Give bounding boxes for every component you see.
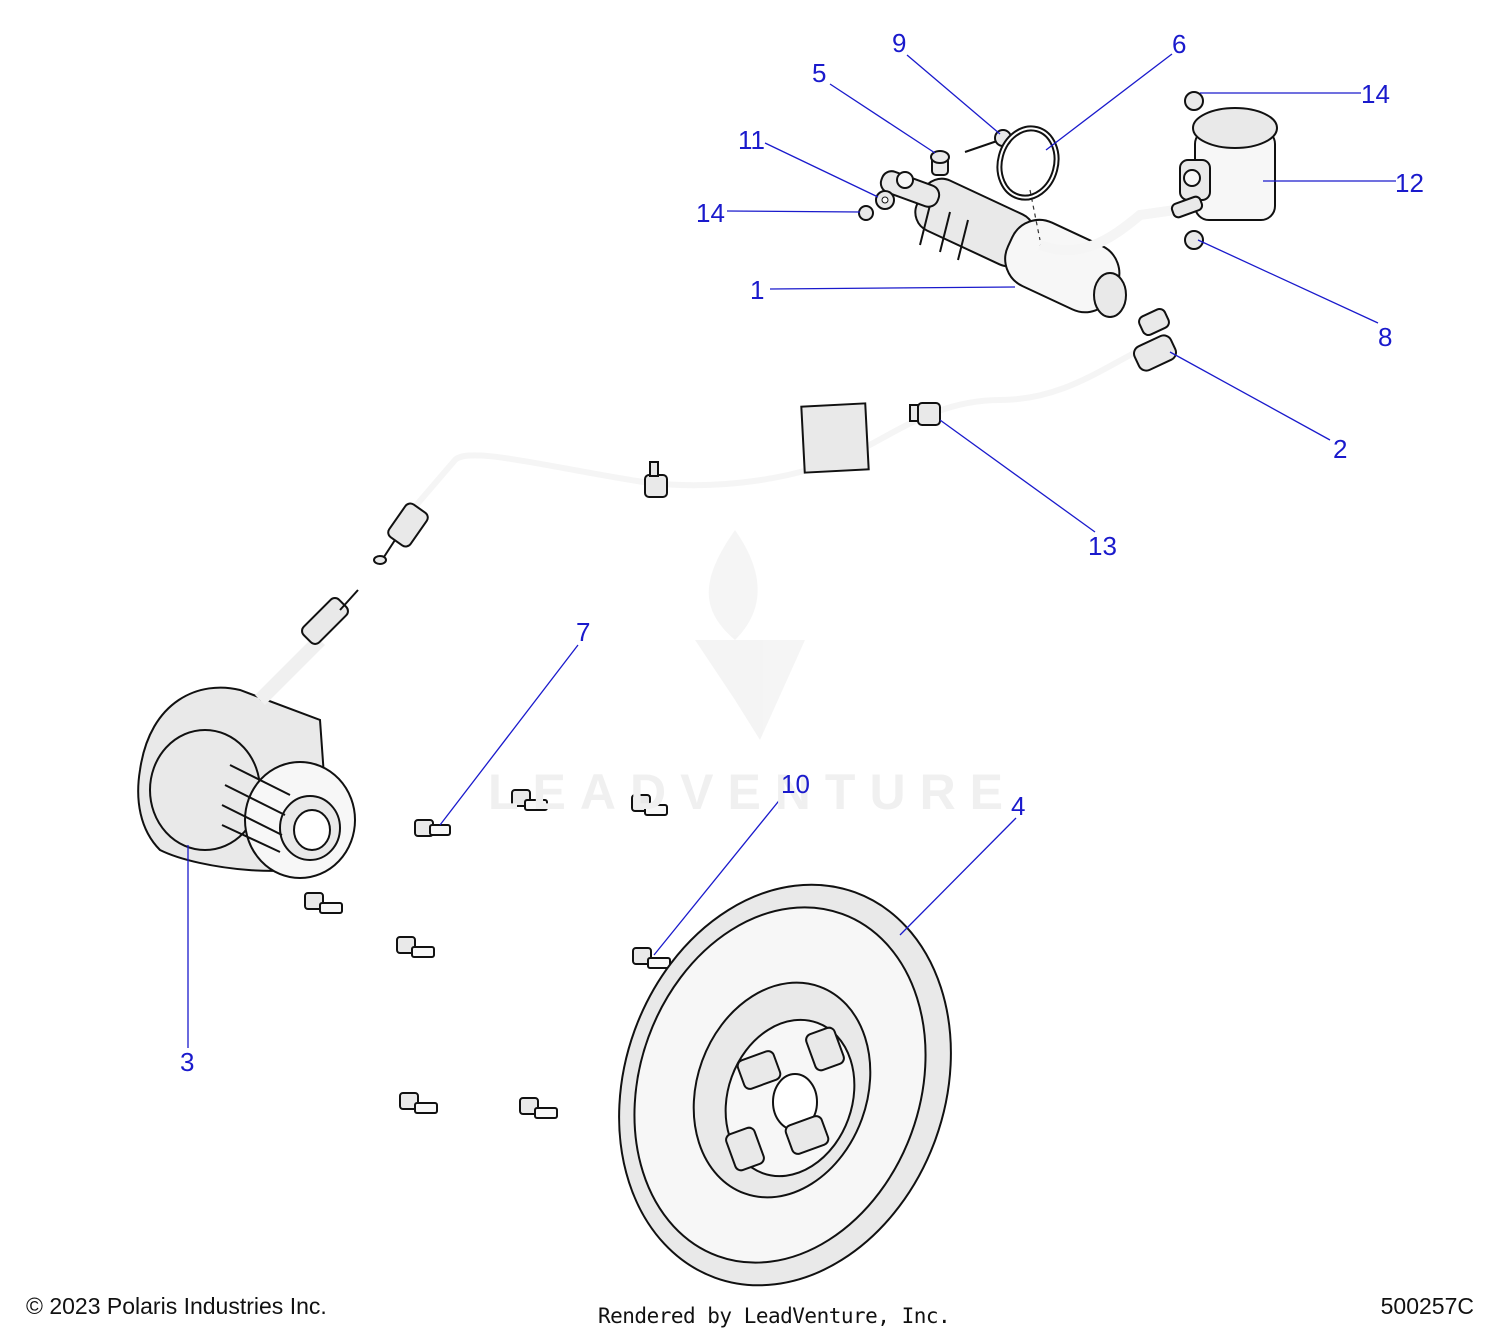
callout-6[interactable]: 6 <box>1172 29 1187 59</box>
callout-11[interactable]: 11 <box>738 125 765 155</box>
callout-12[interactable]: 12 <box>1395 168 1424 198</box>
callout-13[interactable]: 13 <box>1088 531 1117 561</box>
callout-4[interactable]: 4 <box>1011 791 1026 821</box>
clutch-hose-line <box>373 307 1177 565</box>
callout-2[interactable]: 2 <box>1333 434 1348 464</box>
master-cylinder <box>879 170 1176 318</box>
callout-9[interactable]: 9 <box>892 28 907 58</box>
drawing-id-text: 500257C <box>1380 1293 1474 1319</box>
hose-clips <box>644 402 941 498</box>
callout-7[interactable]: 7 <box>576 617 591 647</box>
callout-14-right[interactable]: 14 <box>1361 79 1390 109</box>
mounting-bolts <box>304 789 671 1119</box>
master-cylinder-hardware <box>858 91 1204 221</box>
rendered-by-text: Rendered by LeadVenture, Inc. <box>598 1304 951 1328</box>
callout-10[interactable]: 10 <box>781 769 810 799</box>
callout-8[interactable]: 8 <box>1378 322 1393 352</box>
slave-cylinder <box>137 589 359 879</box>
callout-leader-lines <box>187 53 1396 1048</box>
callout-14-left[interactable]: 14 <box>696 198 725 228</box>
clutch-disc <box>618 883 952 1287</box>
callout-3[interactable]: 3 <box>180 1047 195 1077</box>
callout-5[interactable]: 5 <box>812 58 827 88</box>
leadventure-watermark-logo <box>695 530 805 740</box>
callout-1[interactable]: 1 <box>750 275 765 305</box>
watermark-text: LEADVENTURE <box>488 764 1018 820</box>
fluid-reservoir <box>1170 107 1278 250</box>
copyright-text: © 2023 Polaris Industries Inc. <box>26 1293 327 1319</box>
